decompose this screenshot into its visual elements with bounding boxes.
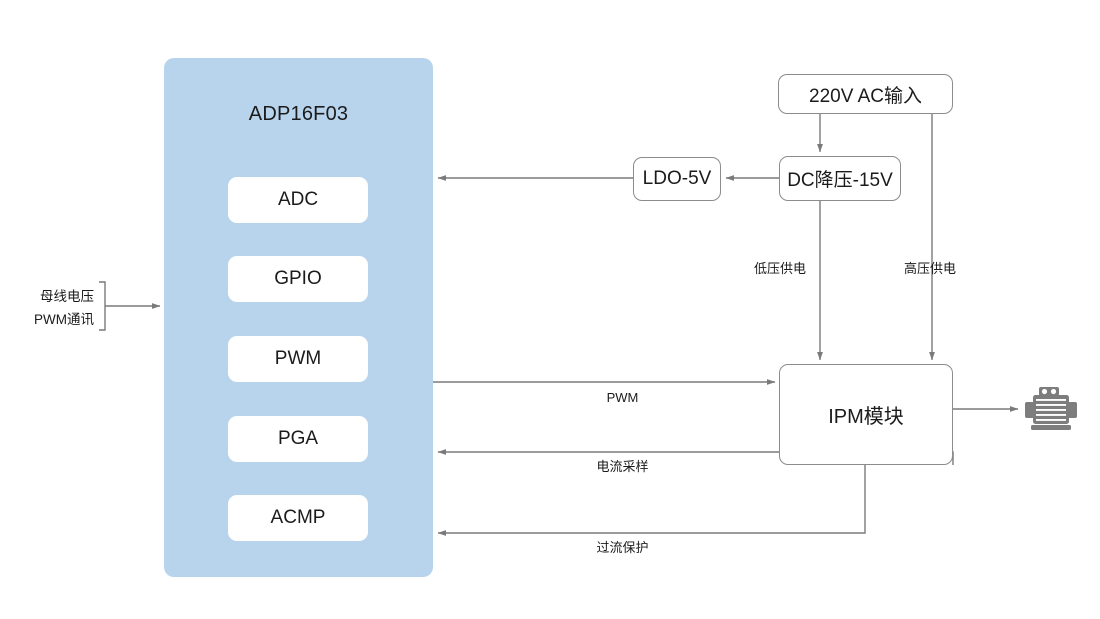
input-bracket (99, 281, 106, 331)
mcu-container[interactable] (164, 58, 433, 577)
peripheral-adc[interactable]: ADC (228, 177, 368, 223)
ipm-module-box[interactable]: IPM模块 (779, 364, 953, 465)
mcu-title: ADP16F03 (248, 103, 349, 125)
host-input-line1: 母线电压 (40, 289, 94, 304)
wire-overcurrent-protection (437, 465, 866, 536)
label-current-sampling: 电流采样 (596, 459, 649, 474)
host-input-label: 母线电压 PWM通讯 (6, 285, 94, 331)
ldo-box[interactable]: LDO-5V (633, 157, 721, 201)
peripheral-pwm[interactable]: PWM (228, 336, 368, 382)
peripheral-gpio[interactable]: GPIO (228, 256, 368, 302)
label-overcurrent-protection: 过流保护 (596, 540, 649, 555)
host-input-line2: PWM通讯 (34, 312, 94, 327)
label-high-voltage-supply: 高压供电 (903, 261, 956, 276)
label-pwm-signal: PWM (606, 390, 639, 405)
peripheral-pga[interactable]: PGA (228, 416, 368, 462)
motor-icon (1025, 387, 1077, 430)
peripheral-acmp[interactable]: ACMP (228, 495, 368, 541)
label-low-voltage-supply: 低压供电 (753, 261, 806, 276)
dc-buck-box[interactable]: DC降压-15V (779, 156, 901, 201)
ac-input-box[interactable]: 220V AC输入 (778, 74, 953, 114)
